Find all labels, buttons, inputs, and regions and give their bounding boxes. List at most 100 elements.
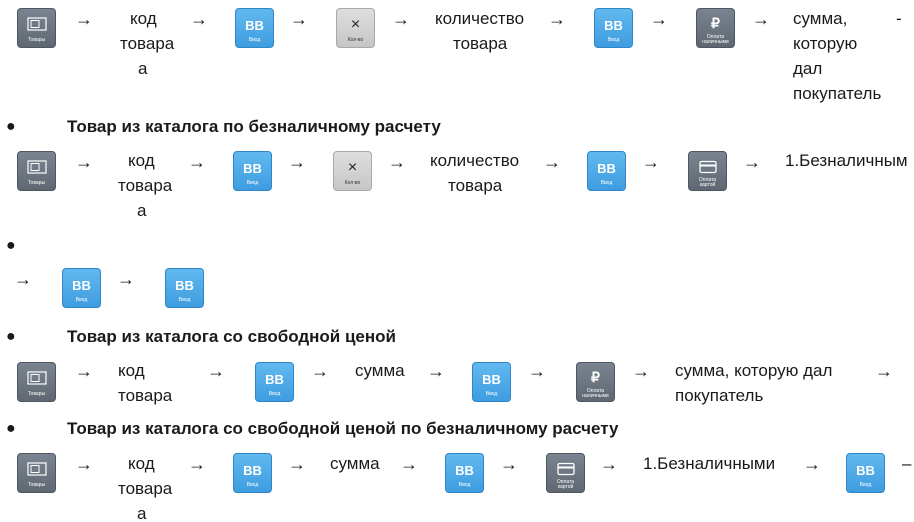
goods-icon: [26, 371, 47, 385]
arrow: →: [388, 152, 406, 172]
enter-key: BB Ввод: [846, 453, 885, 493]
text-cashless: 1.Безналичным: [785, 151, 908, 170]
arrow: →: [75, 361, 93, 381]
text-quantity: количество: [430, 151, 520, 170]
enter-key-label: BB: [265, 372, 284, 387]
text-cashless: 1.Безналичными: [643, 454, 776, 473]
arrow: →: [427, 361, 445, 381]
bullet: ●: [6, 118, 16, 135]
arrow: →: [75, 9, 93, 29]
goods-key-caption: Товары: [27, 37, 46, 43]
heading-cashless: Товар из каталога по безналичному расчет…: [67, 117, 441, 136]
enter-key: BB Ввод: [445, 453, 484, 493]
enter-key-caption: Ввод: [600, 180, 613, 186]
arrow: →: [642, 152, 660, 172]
enter-key: BB Ввод: [165, 268, 204, 308]
arrow: →: [875, 361, 893, 381]
goods-key-caption: Товары: [27, 180, 46, 186]
enter-key-label: BB: [856, 463, 875, 478]
enter-key: BB Ввод: [233, 151, 272, 191]
arrow: →: [803, 454, 821, 474]
bullet: ●: [6, 420, 16, 437]
arrow: →: [290, 9, 308, 29]
text-a: а: [137, 504, 147, 522]
multiply-icon: ×: [350, 16, 361, 33]
enter-key-caption: Ввод: [178, 297, 191, 303]
arrow: →: [188, 454, 206, 474]
card-icon: [556, 462, 575, 476]
text-dash: -: [896, 9, 902, 28]
arrow: →: [207, 361, 225, 381]
text-amount: сумма,: [793, 9, 848, 28]
enter-key-caption: Ввод: [75, 297, 88, 303]
goods-key-caption: Товары: [27, 391, 46, 397]
arrow: →: [190, 9, 208, 29]
goods-icon: [26, 160, 47, 174]
arrow: →: [14, 269, 32, 289]
enter-key-caption: Ввод: [458, 482, 471, 488]
text-dash: –: [902, 454, 912, 473]
arrow: →: [650, 9, 668, 29]
arrow: →: [188, 152, 206, 172]
quantity-key: × Кол-во: [336, 8, 375, 48]
text-cashless-clip: 1.Безналичным: [785, 148, 914, 173]
enter-key-label: BB: [455, 463, 474, 478]
enter-key: BB Ввод: [587, 151, 626, 191]
text-goods: товара: [453, 34, 508, 53]
goods-icon: [26, 462, 47, 476]
text-which: которую: [793, 34, 858, 53]
arrow: →: [75, 152, 93, 172]
arrow: →: [743, 152, 761, 172]
enter-key-label: BB: [245, 18, 264, 33]
text-buyer: покупатель: [793, 84, 882, 103]
arrow: →: [288, 454, 306, 474]
enter-key-caption: Ввод: [246, 180, 259, 186]
quantity-key-caption: Кол-во: [344, 180, 361, 186]
text-quantity: количество: [435, 9, 525, 28]
bullet: ●: [6, 328, 16, 345]
text-code: код: [118, 361, 145, 380]
multiply-icon: ×: [347, 159, 358, 176]
enter-key-caption: Ввод: [248, 37, 261, 43]
enter-key-label: BB: [597, 161, 616, 176]
ruble-icon: ₽: [711, 15, 720, 31]
goods-key: Товары: [17, 453, 56, 493]
arrow: →: [752, 9, 770, 29]
arrow: →: [117, 269, 135, 289]
heading-free-price: Товар из каталога со свободной ценой: [67, 327, 396, 346]
enter-key-caption: Ввод: [859, 482, 872, 488]
text-code: код: [128, 454, 155, 473]
text-gave: дал: [793, 59, 823, 78]
arrow: →: [543, 152, 561, 172]
text-amount-buyer-gave: сумма, которую дал: [675, 361, 833, 380]
arrow: →: [528, 361, 546, 381]
text-code: код: [130, 9, 157, 28]
enter-key: BB Ввод: [235, 8, 274, 48]
ruble-icon: ₽: [591, 369, 600, 385]
arrow: →: [632, 361, 650, 381]
enter-key: BB Ввод: [62, 268, 101, 308]
arrow: →: [548, 9, 566, 29]
goods-key: Товары: [17, 362, 56, 402]
enter-key: BB Ввод: [472, 362, 511, 402]
arrow: →: [400, 454, 418, 474]
enter-key: BB Ввод: [255, 362, 294, 402]
bullet: ●: [6, 237, 16, 254]
enter-key-caption: Ввод: [246, 482, 259, 488]
goods-key: Товары: [17, 8, 56, 48]
enter-key-label: BB: [604, 18, 623, 33]
enter-key-label: BB: [175, 278, 194, 293]
card-icon: [698, 160, 717, 174]
text-goods: товара: [120, 34, 175, 53]
arrow: →: [288, 152, 306, 172]
heading-free-price-cashless: Товар из каталога со свободной ценой по …: [67, 419, 619, 438]
enter-key: BB Ввод: [594, 8, 633, 48]
goods-key: Товары: [17, 151, 56, 191]
